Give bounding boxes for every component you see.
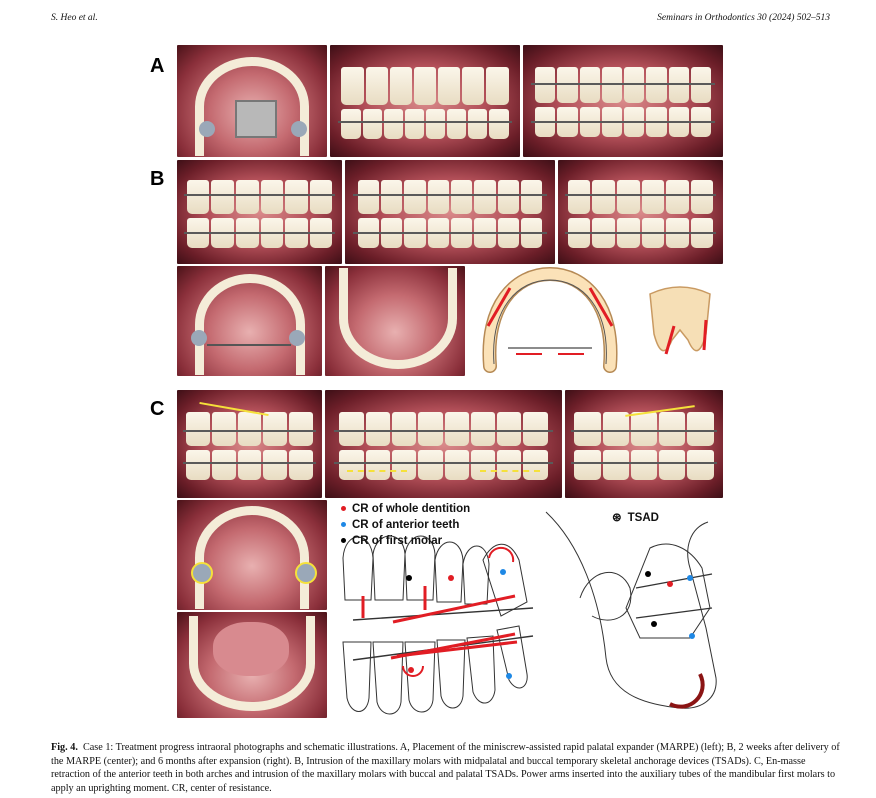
legend-label-black: CR of first molar (352, 535, 443, 547)
legend-item-black: CR of first molar (341, 535, 442, 547)
diagram-b-arch-expansion (470, 266, 630, 376)
legend-item-tsad: ⊛ TSAD (612, 510, 659, 524)
photo-b-right-buccal (177, 160, 342, 264)
legend-label-blue: CR of anterior teeth (352, 519, 460, 531)
photo-c-frontal (325, 390, 562, 498)
photo-c-left-buccal (565, 390, 723, 498)
legend-item-blue: CR of anterior teeth (341, 519, 459, 531)
photo-b-maxillary-occlusal (177, 266, 322, 376)
figure-label: Fig. 4. (51, 742, 78, 753)
figure-caption-text: Case 1: Treatment progress intraoral pho… (51, 742, 840, 794)
black-dot-icon (341, 538, 346, 544)
photo-b-left-buccal (558, 160, 723, 264)
tsad-symbol-icon: ⊛ (612, 512, 622, 524)
photo-a-occlusal-marpe (177, 45, 327, 157)
photo-c-maxillary-occlusal (177, 500, 327, 610)
photo-b-mandibular-occlusal (325, 266, 465, 376)
legend-item-red: CR of whole dentition (341, 503, 470, 515)
photo-c-right-buccal (177, 390, 322, 498)
red-dot-icon (341, 506, 346, 512)
diagram-b-molar-intrusion (640, 280, 720, 370)
running-header-journal: Seminars in Orthodontics 30 (2024) 502–5… (657, 13, 830, 23)
legend-label-red: CR of whole dentition (352, 503, 471, 515)
diagram-c-skull-lateral (540, 508, 725, 720)
photo-c-mandibular-occlusal (177, 612, 327, 718)
diagram-c-dentition-forces (333, 530, 545, 720)
running-header-authors: S. Heo et al. (51, 13, 98, 23)
photo-a-frontal-two-weeks (330, 45, 520, 157)
photo-b-frontal (345, 160, 555, 264)
legend-label-tsad: TSAD (627, 512, 659, 524)
panel-label-a: A (150, 55, 165, 77)
panel-label-b: B (150, 168, 165, 190)
figure-caption: Fig. 4. Case 1: Treatment progress intra… (51, 741, 843, 795)
photo-a-frontal-six-months (523, 45, 723, 157)
blue-dot-icon (341, 522, 346, 528)
panel-label-c: C (150, 398, 165, 420)
